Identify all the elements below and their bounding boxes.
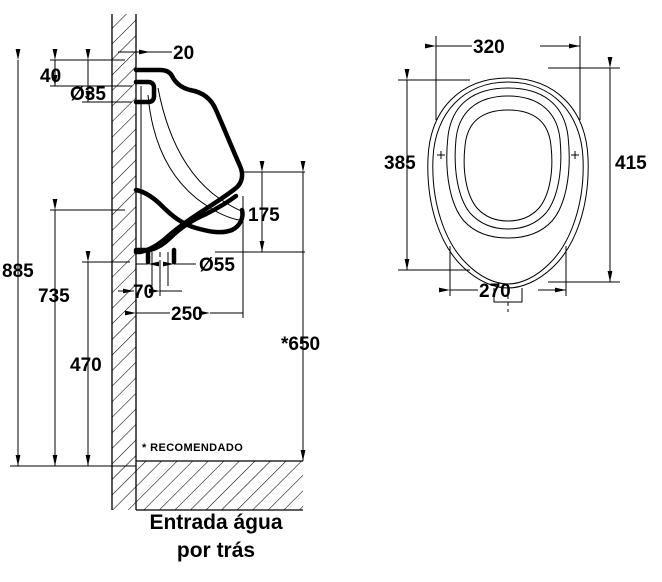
dim-label-diam-35: Ø35 xyxy=(70,84,106,105)
dim-label-320: 320 xyxy=(473,37,505,58)
dim-label-650: *650 xyxy=(281,334,320,355)
dim-label-415: 415 xyxy=(615,153,647,174)
fixing-point-right xyxy=(571,151,579,159)
dim-label-470: 470 xyxy=(70,355,102,376)
dim-label-735: 735 xyxy=(38,286,70,307)
dim-label-250: 250 xyxy=(171,304,203,325)
dim-label-175: 175 xyxy=(248,205,280,226)
recommended-note: * RECOMENDADO xyxy=(142,442,243,454)
front-view-dimensions: 320 385 415 270 xyxy=(384,36,647,302)
dim-label-385: 385 xyxy=(384,153,416,174)
dim-label-885: 885 xyxy=(2,261,34,282)
floor-section xyxy=(136,460,303,511)
dim-label-70: 70 xyxy=(133,282,154,303)
urinal-front-view xyxy=(427,77,589,312)
dim-label-20: 20 xyxy=(173,43,194,64)
fixing-point-left xyxy=(437,151,445,159)
dim-label-40: 40 xyxy=(40,66,61,87)
caption-line-1: Entrada água xyxy=(149,511,282,534)
side-view-dimensions: 20 40 Ø35 175 Ø55 70 xyxy=(2,43,320,467)
caption-block: Entrada água por trás xyxy=(149,511,282,562)
dim-label-270: 270 xyxy=(479,281,511,302)
urinal-side-profile xyxy=(133,67,245,288)
dim-label-diam-55: Ø55 xyxy=(199,255,235,276)
caption-line-2: por trás xyxy=(177,539,255,562)
